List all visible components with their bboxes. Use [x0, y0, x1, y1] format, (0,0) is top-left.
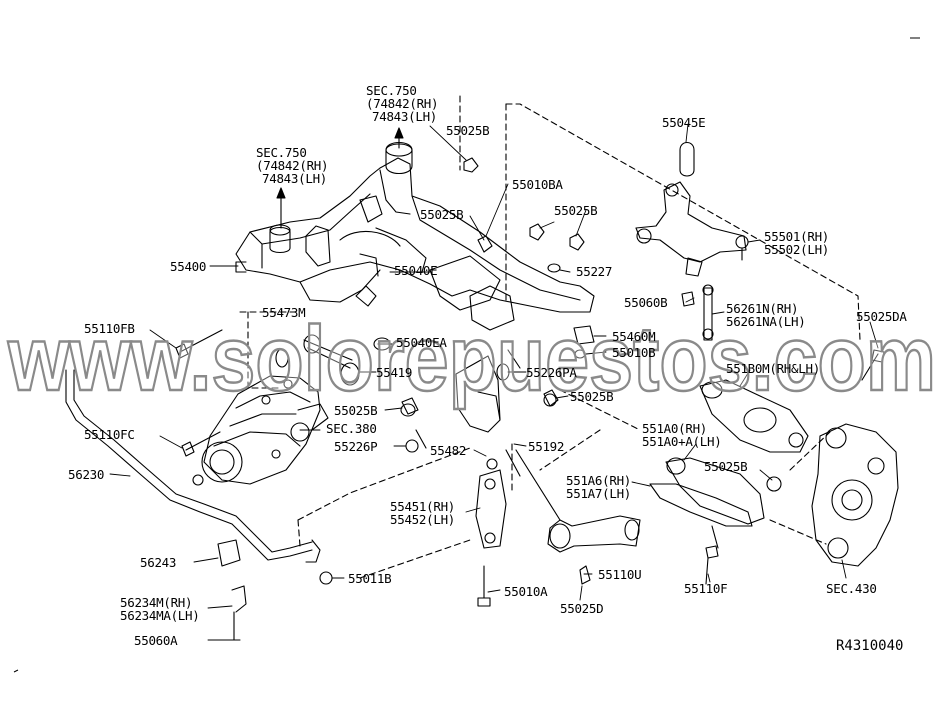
label-55040EA: 55040EA: [396, 335, 447, 350]
label-56230: 56230: [68, 467, 105, 482]
watermark: www.solorepuestos.com: [6, 308, 937, 411]
label-55010A: 55010A: [504, 584, 548, 599]
label-55451: 55451(RH)55452(LH): [390, 499, 456, 527]
label-sec750-left: SEC.750(74842(RH)74843(LH): [256, 145, 329, 186]
subframe-drawing: [235, 141, 595, 331]
label-55110U: 55110U: [598, 567, 642, 582]
label-55025DA: 55025DA: [856, 309, 907, 324]
label-55227: 55227: [576, 264, 613, 279]
label-55192: 55192: [528, 439, 565, 454]
label-55110FB: 55110FB: [84, 321, 135, 336]
label-sec380: SEC.380: [326, 421, 377, 436]
label-55501: 55501(RH)55502(LH): [764, 229, 830, 257]
label-55025B-2: 55025B: [420, 207, 464, 222]
differential-drawing: [192, 375, 329, 486]
label-55025D: 55025D: [560, 601, 604, 616]
diagram-code: R4310040: [836, 638, 904, 654]
knuckle-drawing: [811, 423, 899, 567]
lower-arm-drawing: [699, 379, 809, 453]
label-55419: 55419: [376, 365, 413, 380]
label-55025B-3: 55025B: [554, 203, 598, 218]
label-55010BA: 55010BA: [512, 177, 563, 192]
leader-lines: [109, 123, 879, 641]
label-55060A: 55060A: [134, 633, 178, 648]
label-55460M: 55460M: [612, 329, 656, 344]
stabilizer-bar-drawing: [65, 369, 333, 641]
label-55060B: 55060B: [624, 295, 668, 310]
label-55010B: 55010B: [612, 345, 656, 360]
label-55025B-6: 55025B: [704, 459, 748, 474]
label-55226P: 55226P: [334, 439, 378, 454]
label-55045E: 55045E: [662, 115, 706, 130]
label-55025B-1: 55025B: [446, 123, 490, 138]
upper-arm-drawing: [635, 141, 749, 277]
label-55011B: 55011B: [348, 571, 392, 586]
label-551A6: 551A6(RH)551A7(LH): [566, 473, 632, 501]
label-55110F: 55110F: [684, 581, 728, 596]
label-55473M: 55473M: [262, 305, 306, 320]
label-55025B-5: 55025B: [334, 403, 378, 418]
label-56243: 56243: [140, 555, 177, 570]
label-55025B-4: 55025B: [570, 389, 614, 404]
label-56261N: 56261N(RH)56261NA(LH): [726, 301, 806, 329]
group-outlines: [239, 95, 861, 579]
label-55226PA: 55226PA: [526, 365, 577, 380]
label-55482: 55482: [430, 443, 467, 458]
label-55040E: 55040E: [394, 263, 438, 278]
label-55400: 55400: [170, 259, 207, 274]
label-551A0: 551A0(RH)551A0+A(LH): [642, 421, 722, 449]
label-551B0M: 551B0M(RH&LH): [726, 361, 820, 376]
label-56234M: 56234M(RH)56234MA(LH): [120, 595, 200, 623]
label-sec430: SEC.430: [826, 581, 877, 596]
label-55110FC: 55110FC: [84, 427, 135, 442]
label-sec750-top: SEC.750(74842(RH)74843(LH): [366, 83, 439, 124]
watermark-text: www.solorepuestos.com: [7, 308, 936, 410]
